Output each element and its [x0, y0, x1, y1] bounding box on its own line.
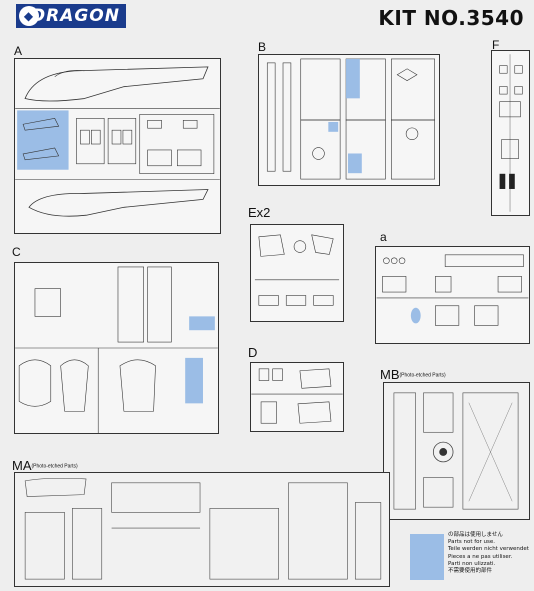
- sprue-c-drawing: [15, 266, 218, 433]
- section-label-d: D: [248, 345, 258, 360]
- section-label-a-lower: a: [380, 230, 387, 244]
- sprue-ex2-drawing: [254, 234, 340, 306]
- section-label-ma: MA(Photo-etched Parts): [12, 458, 78, 473]
- sprue-a-lower: [375, 246, 530, 344]
- sprue-ex2: [250, 224, 344, 322]
- photo-etch-mb-drawing: [393, 392, 519, 510]
- section-label-c: C: [12, 245, 21, 259]
- sprue-a-lower-drawing: [376, 254, 529, 326]
- photo-etch-ma: [14, 472, 390, 587]
- dragon-emblem-icon: ◆: [19, 6, 39, 26]
- section-label-b: B: [258, 40, 267, 54]
- unused-parts-swatch: [410, 534, 444, 580]
- sprue-a: [14, 58, 221, 234]
- sprue-b-drawing: [266, 58, 435, 180]
- legend-line-it: Parti non ulizzati.: [448, 560, 496, 567]
- brand-name: DRAGON: [31, 6, 120, 26]
- sprue-f-drawing: [499, 54, 523, 212]
- sprue-c: [14, 262, 219, 434]
- section-label-ex2: Ex2: [248, 205, 271, 220]
- section-label-f: F: [492, 38, 500, 52]
- section-label-a-upper: A: [14, 44, 23, 58]
- legend-line-fr: Pieces a ne pas utiliser.: [448, 553, 513, 560]
- photo-etch-mb: [383, 382, 530, 520]
- sprue-f: [491, 50, 530, 216]
- photo-etch-ma-drawing: [24, 477, 382, 580]
- legend-line-zh: 不需要使用的部件: [448, 568, 493, 575]
- section-label-mb: MB(Photo-etched Parts): [380, 367, 446, 382]
- sprue-a-drawing: [15, 66, 220, 217]
- sprue-d-drawing: [251, 368, 343, 424]
- legend-line-en: Parts not for use.: [448, 539, 496, 546]
- dragon-logo: ◆ DRAGON: [16, 4, 126, 28]
- mb-note: (Photo-etched Parts): [399, 372, 446, 379]
- sprue-d: [250, 362, 344, 432]
- sprue-b: [258, 54, 440, 186]
- legend-line-de: Teile werden nicht verwendet: [448, 546, 529, 553]
- kit-number: KIT NO.3540: [378, 6, 524, 30]
- legend-line-ja: の部品は使用しません: [448, 532, 503, 538]
- unused-parts-legend: の部品は使用しません Parts not for use. Teile werd…: [448, 532, 529, 575]
- ma-note: (Photo-etched Parts): [31, 463, 78, 470]
